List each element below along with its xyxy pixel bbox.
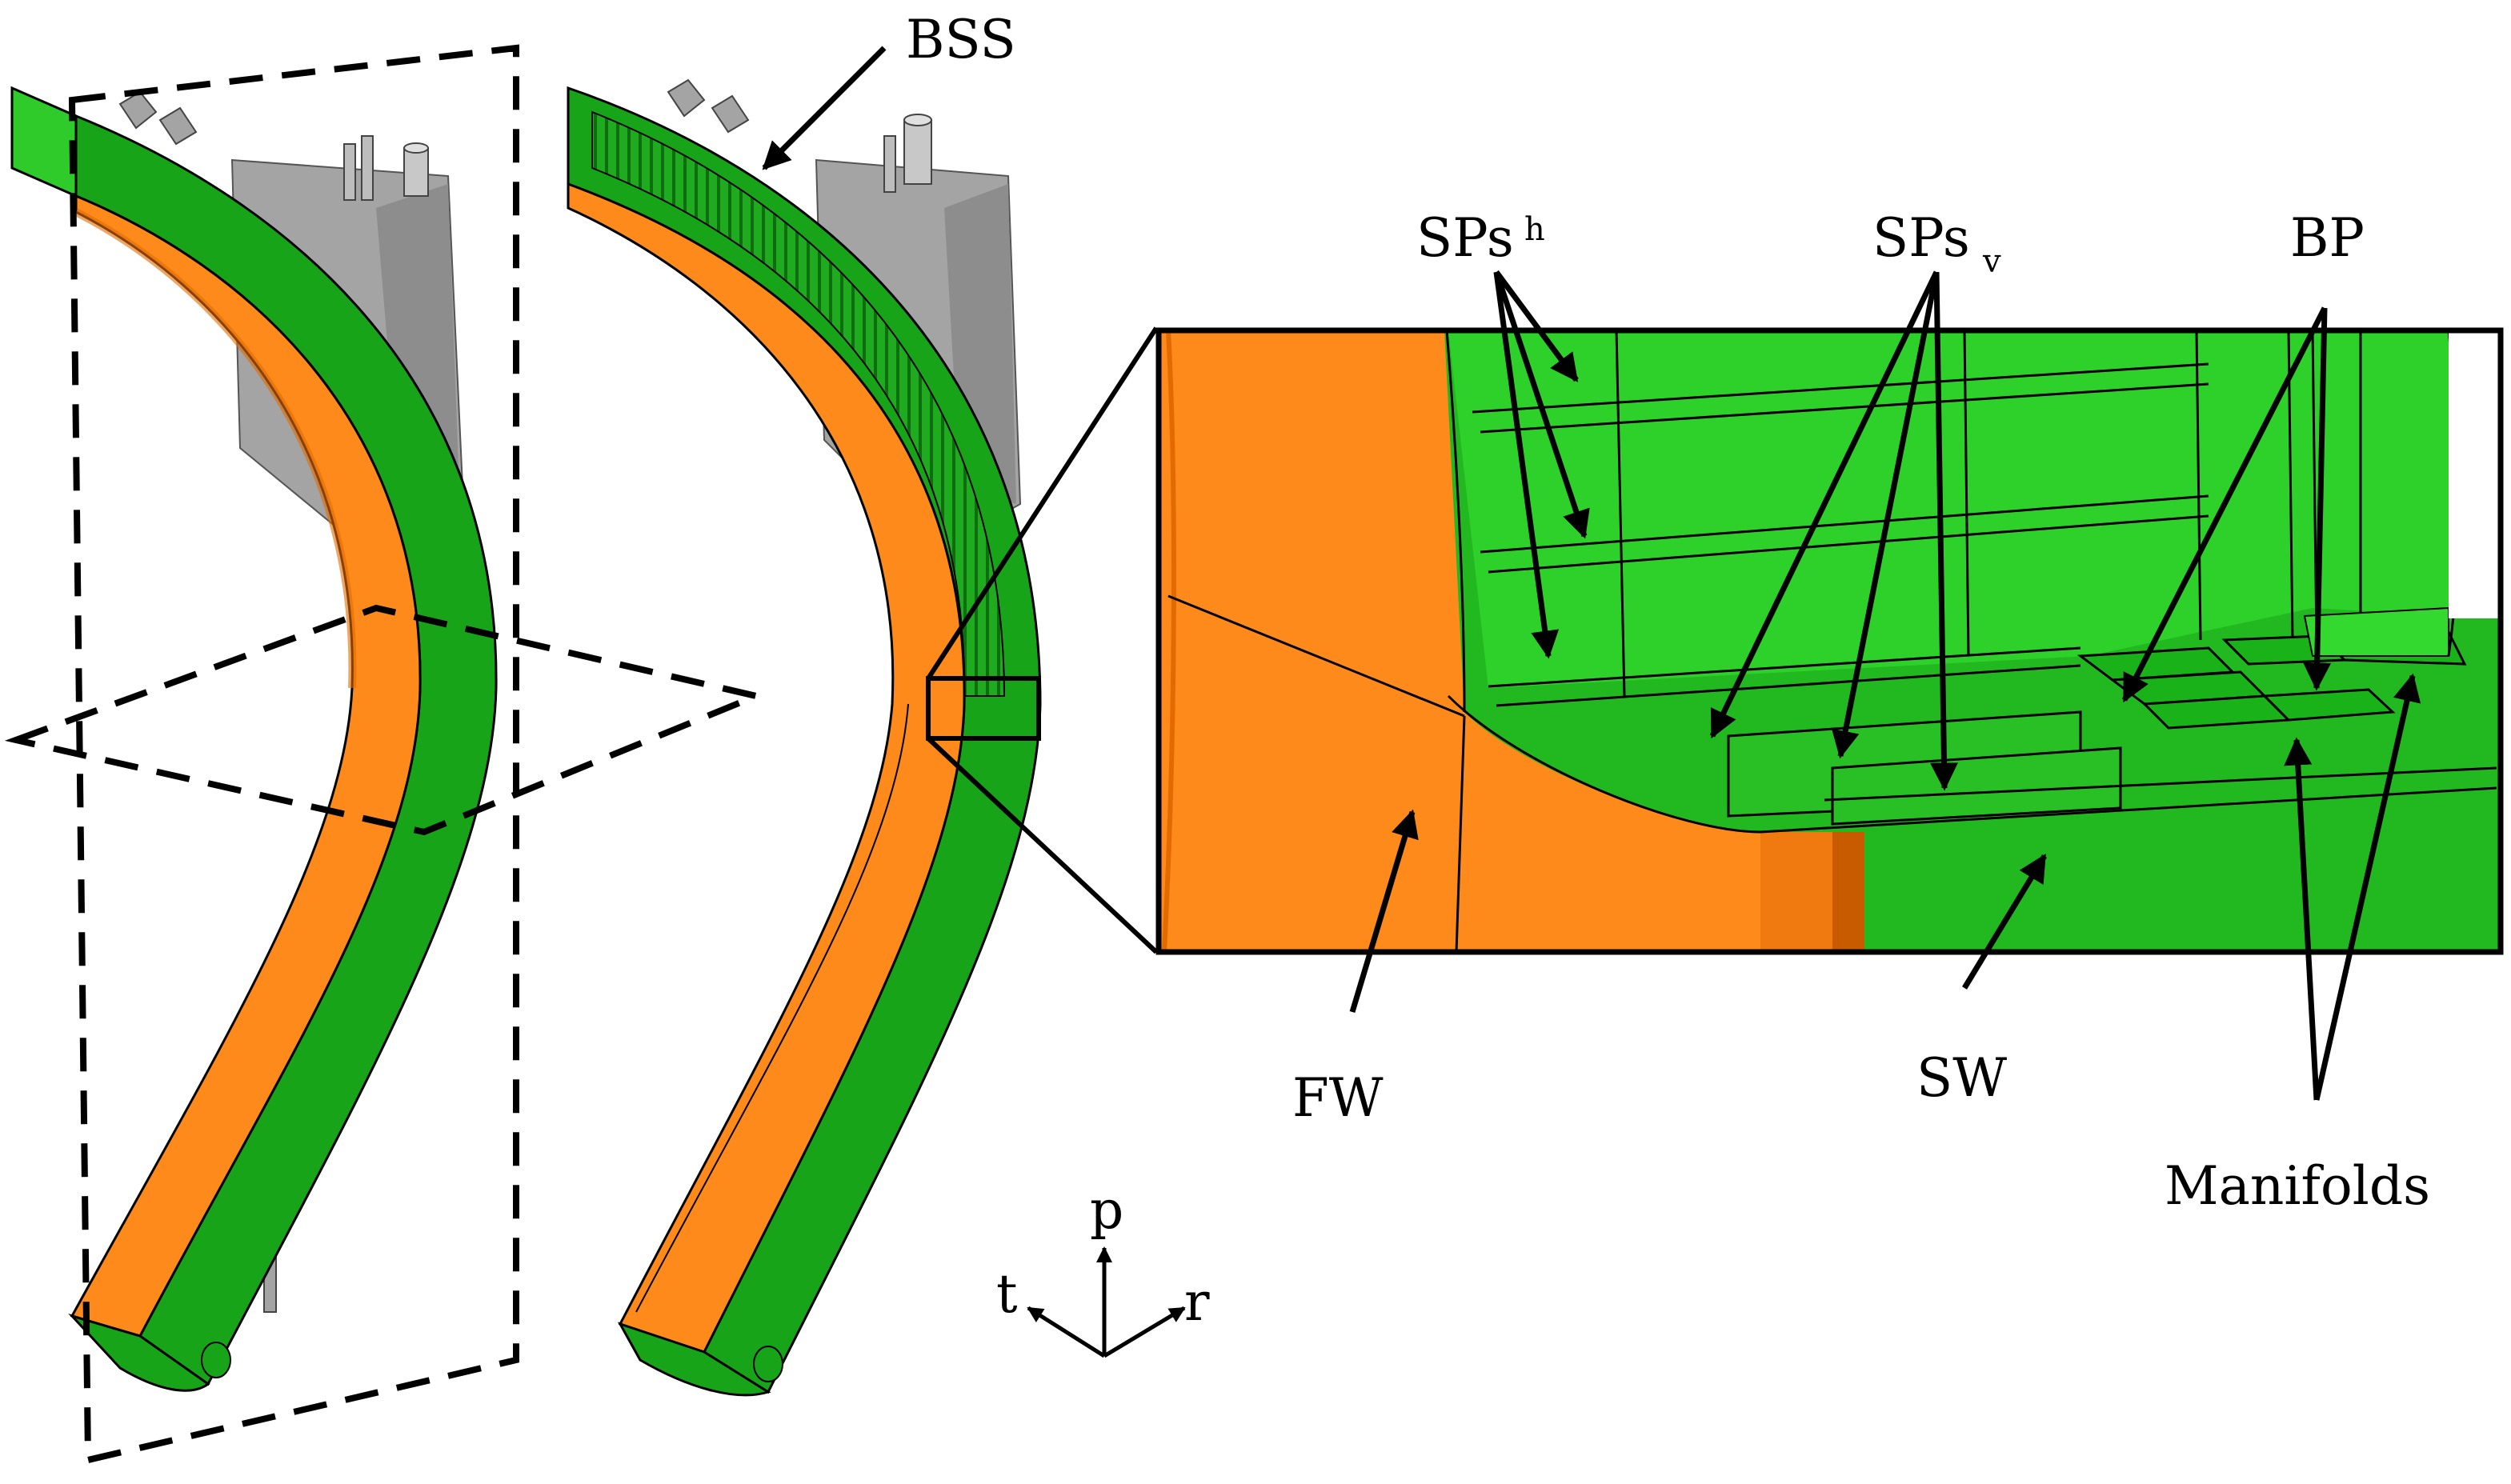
sps-h-arrow-2 (1493, 270, 1590, 539)
detail-zoom-panel (1155, 327, 2504, 955)
sps-v-arrow-1 (1709, 270, 1940, 739)
label-sps-h: SPs (1416, 207, 1514, 269)
cutting-planes (4, 44, 767, 1465)
left-blanket-module (10, 86, 498, 1392)
coordinate-axes: p t r (996, 1179, 1210, 1358)
manifolds-arrow-2 (2313, 673, 2421, 1101)
label-fw: FW (1292, 1067, 1384, 1129)
label-bp: BP (2290, 207, 2365, 269)
label-sps-v: SPs (1872, 207, 1970, 269)
axis-t-arrow (1027, 1306, 1106, 1358)
label-arrows (762, 46, 2421, 1101)
bp-arrow-2 (2303, 307, 2332, 691)
label-sw: SW (1916, 1047, 2007, 1109)
axis-r-label: r (1184, 1271, 1210, 1333)
horizontal-section-plane (4, 604, 767, 836)
manifolds-arrow-1 (2284, 737, 2320, 1101)
axis-p-label: p (1090, 1179, 1123, 1241)
bss-arrow (762, 46, 887, 170)
bottom-cap (68, 1314, 210, 1392)
sps-v-arrow-3 (1930, 271, 1959, 791)
label-manifolds: Manifolds (2165, 1155, 2430, 1217)
vertical-section-plane (68, 44, 519, 1465)
bp-arrow-1 (2121, 306, 2328, 703)
label-sps-h-subscript: h (1524, 211, 1545, 248)
internal-ribs (591, 110, 1006, 697)
coolant-pipe (403, 147, 429, 197)
axis-t-label: t (996, 1263, 1018, 1325)
label-sps-v-subscript: v (1982, 243, 2001, 280)
axis-r-arrow (1103, 1306, 1186, 1358)
detail-region-box (926, 676, 1041, 741)
first-wall-section (1159, 330, 1864, 952)
coolant-pipe (343, 143, 356, 201)
sps-h-arrow-3 (1493, 271, 1560, 659)
fw-arrow (1349, 809, 1419, 1014)
sps-v-arrow-2 (1831, 271, 1940, 759)
coolant-pipe (361, 135, 374, 201)
middle-blanket-module (567, 78, 1042, 1397)
sw-arrow (1962, 854, 2047, 990)
zoom-connectors (926, 326, 1159, 954)
sps-h-arrow-1 (1494, 270, 1579, 382)
top-tab (10, 86, 78, 198)
labels: BSS SPs h SPs v BP FW SW Manifolds (906, 9, 2430, 1217)
label-bss: BSS (906, 9, 1016, 70)
